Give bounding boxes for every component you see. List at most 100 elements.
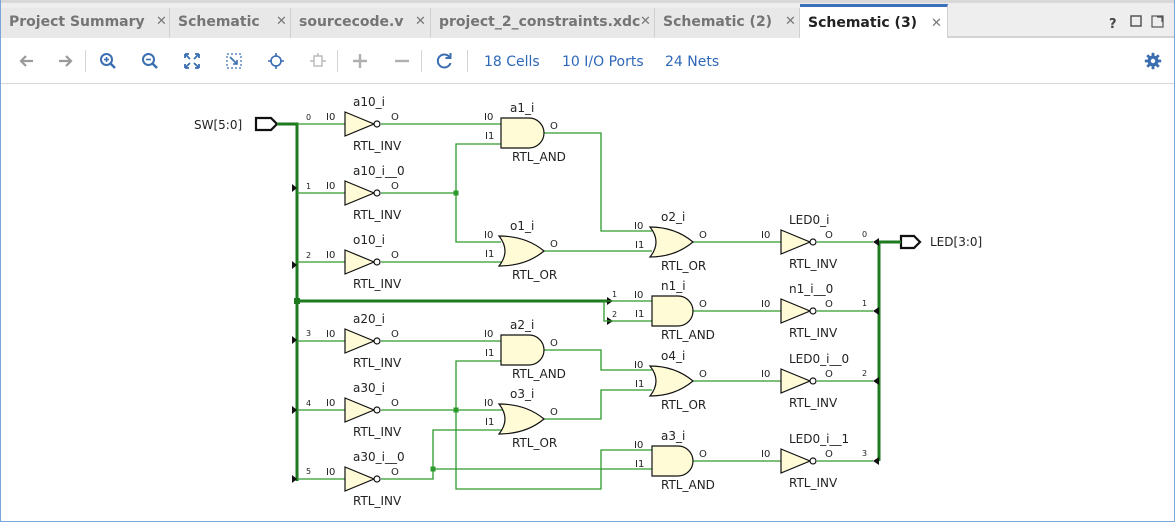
tab-label: Schematic (2) [663, 14, 773, 30]
zoom-fit-icon[interactable] [181, 50, 203, 72]
cell-o1-i[interactable]: o1_i RTL_OR I0 I1 O [484, 219, 558, 282]
cell-o3-i[interactable]: o3_i RTL_OR I0 I1 O [484, 387, 558, 450]
zoom-out-icon[interactable] [139, 50, 161, 72]
cell-a10-i-0[interactable]: a10_i__0 RTL_INV I0 O [326, 164, 405, 222]
cell-led0-i[interactable]: LED0_i RTL_INV I0 O [761, 213, 838, 271]
tab-constraints[interactable]: project_2_constraints.xdc ✕ [431, 8, 655, 38]
bit-label: 0 [306, 113, 311, 122]
pin-label: O [699, 449, 707, 460]
output-port-led[interactable]: LED[3:0] [899, 234, 982, 250]
pin-label: O [550, 338, 558, 349]
help-icon[interactable]: ? [1109, 17, 1117, 32]
cell-n1-i-0[interactable]: n1_i__0 RTL_INV I0 O [761, 282, 838, 340]
cell-a2-i[interactable]: a2_i RTL_AND I0 I1 O [484, 318, 566, 381]
cell-n1-i[interactable]: n1_i RTL_AND I0 I1 O [634, 279, 715, 342]
pin-label: I1 [635, 379, 644, 390]
cell-type: RTL_AND [661, 478, 715, 492]
sw-bus[interactable] [277, 122, 607, 481]
schematic-canvas[interactable]: SW[5:0] LED[3:0] 0 1 2 [1, 84, 1174, 520]
pin-label: O [391, 112, 399, 123]
maximize-icon[interactable] [1151, 15, 1164, 32]
cell-type: RTL_OR [661, 398, 706, 412]
cell-type: RTL_AND [512, 150, 566, 164]
pin-label: I0 [484, 112, 493, 123]
toolbar-divider [467, 50, 468, 72]
collapse-icon[interactable] [307, 50, 329, 72]
pin-label: O [825, 369, 833, 380]
cell-a1-i[interactable]: a1_i RTL_AND I0 I1 O [484, 101, 566, 164]
toolbar-divider [421, 50, 422, 72]
close-icon[interactable]: ✕ [156, 14, 167, 29]
cell-a30-i-0[interactable]: a30_i__0 RTL_INV I0 O [326, 450, 405, 508]
cell-type: RTL_INV [789, 326, 838, 340]
input-port-label: SW[5:0] [194, 118, 242, 132]
close-icon[interactable]: ✕ [276, 14, 287, 29]
close-icon[interactable]: ✕ [785, 14, 796, 29]
pin-label: I0 [326, 329, 335, 340]
pin-label: I0 [761, 230, 770, 241]
cell-type: RTL_INV [353, 277, 402, 291]
cell-type: RTL_OR [512, 268, 557, 282]
cell-a10-i[interactable]: a10_i RTL_INV I0 O [326, 95, 402, 153]
schematic-toolbar: 18 Cells 10 I/O Ports 24 Nets [1, 38, 1174, 84]
pin-label: O [391, 467, 399, 478]
pin-label: I0 [634, 290, 643, 301]
input-port-sw[interactable]: SW[5:0] [194, 116, 279, 132]
cell-a30-i[interactable]: a30_i RTL_INV I0 O [326, 381, 402, 439]
pin-label: O [825, 299, 833, 310]
gear-icon[interactable] [1142, 50, 1164, 72]
tab-schematic-3[interactable]: Schematic (3) ✕ [800, 4, 948, 40]
remove-icon[interactable] [391, 50, 413, 72]
refresh-icon[interactable] [433, 50, 455, 72]
find-icon[interactable] [265, 50, 287, 72]
zoom-in-icon[interactable] [97, 50, 119, 72]
pin-label: I0 [634, 221, 643, 232]
pin-label: I0 [484, 329, 493, 340]
tab-schematic-2[interactable]: Schematic (2) ✕ [655, 8, 800, 38]
pin-label: I1 [485, 348, 494, 359]
cell-o10-i[interactable]: o10_i RTL_INV I0 O [326, 233, 402, 291]
bit-label: 2 [862, 369, 867, 378]
tab-schematic[interactable]: Schematic ✕ [170, 8, 291, 38]
restore-icon[interactable] [1130, 15, 1142, 31]
ports-link[interactable]: 10 I/O Ports [562, 54, 644, 70]
toolbar-divider [85, 50, 86, 72]
cell-name: o1_i [510, 219, 534, 233]
bit-label: 5 [306, 467, 311, 476]
forward-icon[interactable] [55, 50, 77, 72]
nets[interactable] [297, 123, 873, 490]
tab-project-summary[interactable]: Project Summary ✕ [1, 8, 170, 38]
back-icon[interactable] [15, 50, 37, 72]
cell-o2-i[interactable]: o2_i RTL_OR I0 I1 O [634, 210, 707, 273]
tab-label: Schematic (3) [808, 15, 918, 31]
bit-label: 1 [612, 290, 617, 299]
pin-label: O [550, 407, 558, 418]
cell-led0-i-0[interactable]: LED0_i__0 RTL_INV I0 O [761, 352, 849, 410]
pin-label: O [391, 250, 399, 261]
close-icon[interactable]: ✕ [415, 14, 426, 29]
cell-name: a3_i [661, 429, 685, 443]
nets-link[interactable]: 24 Nets [665, 54, 720, 70]
cells-link[interactable]: 18 Cells [484, 54, 540, 70]
cell-a3-i[interactable]: a3_i RTL_AND I0 I1 O [634, 429, 715, 492]
pin-label: I1 [635, 459, 644, 470]
cell-type: RTL_INV [353, 356, 402, 370]
zoom-area-icon[interactable] [223, 50, 245, 72]
close-icon[interactable]: ✕ [640, 14, 651, 29]
close-icon[interactable]: ✕ [931, 16, 942, 31]
bit-label: 0 [862, 230, 867, 239]
cell-led0-i-1[interactable]: LED0_i__1 RTL_INV I0 O [761, 432, 849, 490]
pin-label: O [391, 329, 399, 340]
toolbar-divider [337, 50, 338, 72]
tab-sourcecode[interactable]: sourcecode.v ✕ [291, 8, 431, 38]
cell-a20-i[interactable]: a20_i RTL_INV I0 O [326, 312, 402, 370]
cell-type: RTL_INV [789, 396, 838, 410]
expand-icon[interactable] [349, 50, 371, 72]
cell-o4-i[interactable]: o4_i RTL_OR I0 I1 O [634, 349, 707, 412]
led-bus[interactable] [877, 240, 901, 461]
tab-label: project_2_constraints.xdc [439, 14, 641, 30]
pin-label: I0 [484, 230, 493, 241]
bit-label: 1 [862, 299, 867, 308]
cell-name: LED0_i__1 [789, 432, 849, 446]
pin-label: O [699, 299, 707, 310]
